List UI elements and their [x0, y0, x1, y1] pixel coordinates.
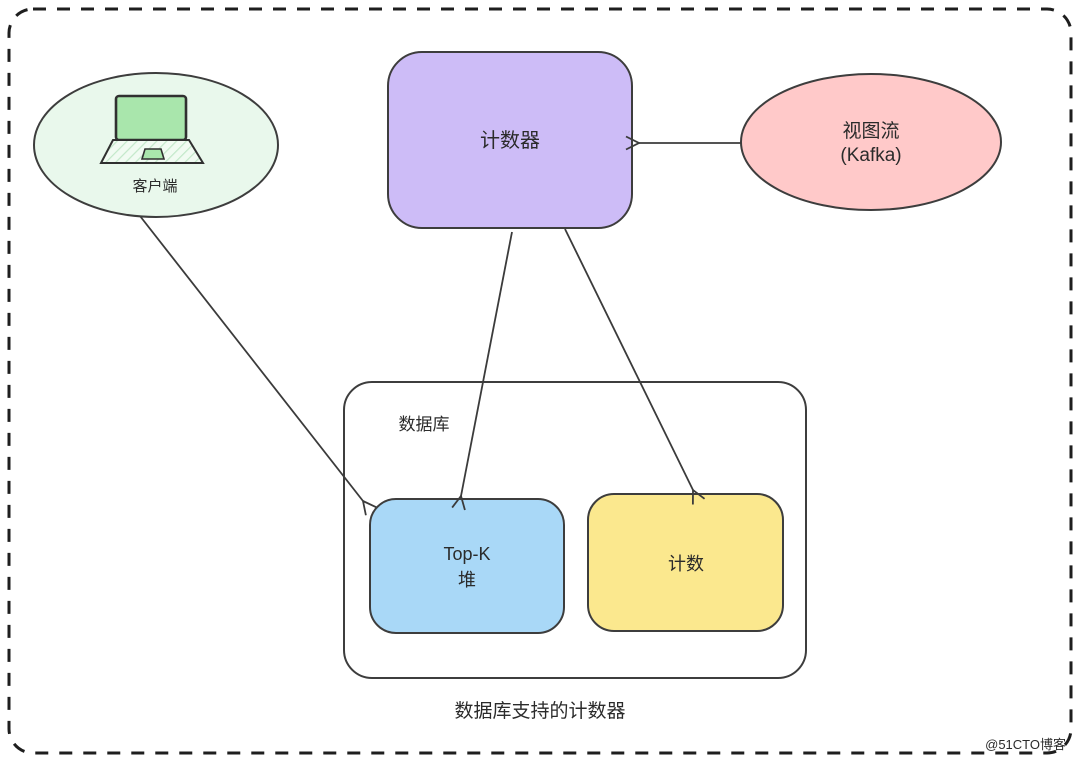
watermark: @51CTO博客	[985, 737, 1066, 752]
laptop-icon	[99, 94, 205, 164]
database-label: 数据库	[399, 415, 450, 434]
diagram-caption: 数据库支持的计数器	[454, 700, 625, 722]
view-stream-label-line1: 视图流	[842, 120, 899, 142]
dashed-border	[7, 7, 1073, 755]
count-box	[587, 493, 784, 632]
counter-node: 计数器	[387, 51, 633, 229]
arrow-counter-to-count	[564, 228, 693, 490]
count-label: 计数	[668, 554, 704, 574]
topk-label-line2: 堆	[458, 570, 476, 590]
view-stream-node: 视图流 (Kafka)	[740, 73, 1002, 211]
view-stream-ellipse	[740, 73, 1002, 211]
arrow-counter-to-topk	[461, 231, 513, 496]
topk-node: Top-K 堆	[369, 498, 565, 634]
database-container: 数据库 Top-K 堆 计数	[343, 381, 807, 679]
topk-label-line1: Top-K	[443, 544, 490, 564]
laptop-screen	[114, 94, 188, 142]
topk-box	[369, 498, 565, 634]
count-node: 计数	[587, 493, 784, 632]
client-label: 客户端	[132, 178, 177, 195]
client-node: 客户端	[33, 72, 279, 218]
laptop-touchpad	[140, 148, 166, 160]
counter-label: 计数器	[480, 129, 540, 152]
arrow-client-to-topk	[139, 215, 363, 501]
view-stream-label-line2: (Kafka)	[840, 145, 901, 166]
